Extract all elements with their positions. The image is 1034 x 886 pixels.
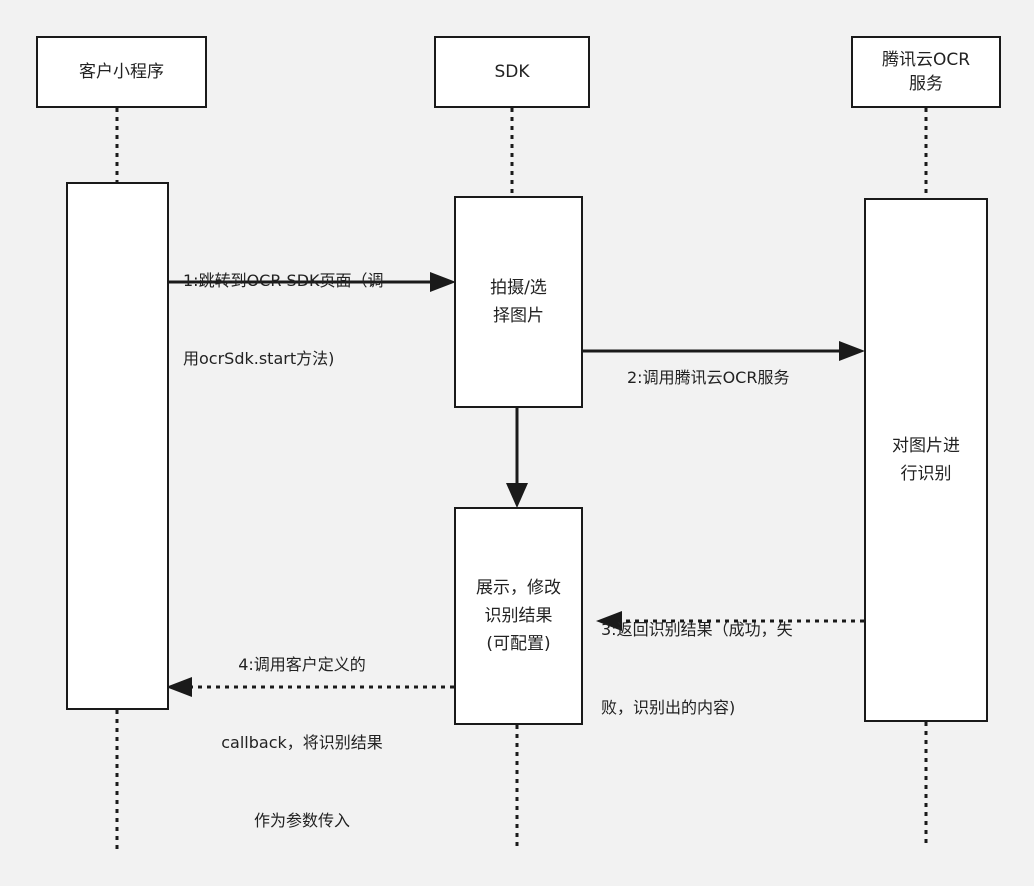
client-activation bbox=[66, 182, 169, 710]
arrow-1-head bbox=[430, 272, 456, 292]
message-1-line-2: 用ocrSdk.start方法) bbox=[183, 349, 335, 368]
participant-ocr-label-line-1: 腾讯云OCR bbox=[881, 50, 971, 70]
display-label-line-1: 展示，修改 bbox=[476, 578, 561, 598]
recognize-label-line-2: 行识别 bbox=[900, 464, 952, 484]
arrow-2-head bbox=[839, 341, 865, 361]
participant-ocr-service: 腾讯云OCR 服务 bbox=[851, 36, 1001, 108]
sdk-capture-activation: 拍摄/选 择图片 bbox=[454, 196, 583, 408]
message-3-line-2: 败，识别出的内容) bbox=[601, 698, 736, 717]
message-4-label: 4:调用客户定义的 callback，将识别结果 作为参数传入 bbox=[192, 600, 412, 860]
message-3-line-1: 3:返回识别结果（成功，失 bbox=[601, 620, 793, 639]
participant-ocr-label-line-2: 服务 bbox=[908, 74, 943, 94]
participant-client: 客户小程序 bbox=[36, 36, 207, 108]
message-4-line-1: 4:调用客户定义的 bbox=[238, 655, 366, 674]
sdk-display-activation: 展示，修改 识别结果 (可配置) bbox=[454, 507, 583, 725]
display-label-line-2: 识别结果 bbox=[484, 606, 553, 626]
message-3-label: 3:返回识别结果（成功，失 败，识别出的内容) bbox=[601, 565, 793, 747]
arrow-sdk-down-head bbox=[506, 483, 528, 508]
message-2-line-1: 2:调用腾讯云OCR服务 bbox=[627, 368, 790, 387]
message-1-line-1: 1:跳转到OCR SDK页面（调 bbox=[183, 271, 384, 290]
message-4-line-2: callback，将识别结果 bbox=[221, 733, 383, 752]
display-label-line-3: (可配置) bbox=[486, 634, 551, 654]
participant-client-label: 客户小程序 bbox=[79, 62, 164, 82]
participant-sdk: SDK bbox=[434, 36, 590, 108]
ocr-recognize-activation: 对图片进 行识别 bbox=[864, 198, 988, 722]
recognize-label-line-1: 对图片进 bbox=[892, 436, 960, 456]
message-1-label: 1:跳转到OCR SDK页面（调 用ocrSdk.start方法) bbox=[183, 216, 384, 398]
capture-label-line-2: 择图片 bbox=[492, 306, 544, 326]
message-4-line-3: 作为参数传入 bbox=[253, 811, 350, 830]
message-2-label: 2:调用腾讯云OCR服务 bbox=[627, 313, 789, 417]
participant-sdk-label: SDK bbox=[494, 62, 530, 82]
arrow-3-head bbox=[596, 611, 622, 631]
arrow-4-head bbox=[166, 677, 192, 697]
capture-label-line-1: 拍摄/选 bbox=[490, 278, 547, 298]
